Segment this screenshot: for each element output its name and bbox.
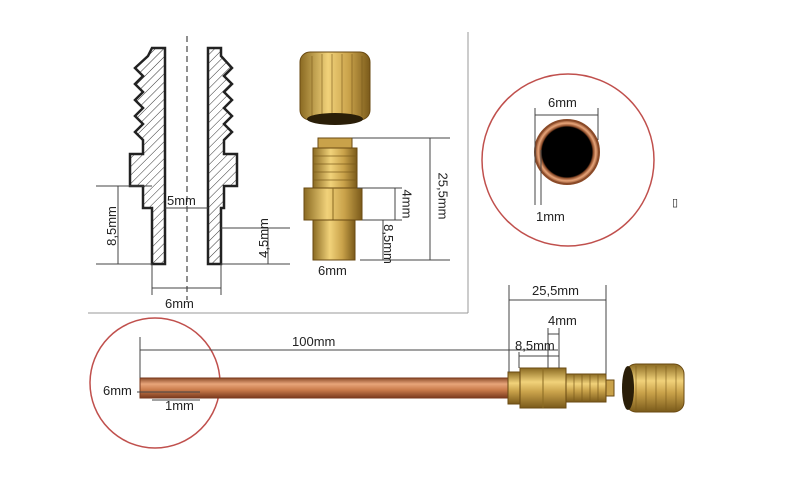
panel-frame: [88, 32, 469, 314]
tube-end-wall-label: 1mm: [536, 209, 565, 224]
assembly-dimension-lines: [137, 285, 607, 401]
stray-glyph: ▯: [672, 197, 679, 209]
fitting-diameter-label: 6mm: [318, 263, 347, 278]
assembly-thread-label: 4mm: [548, 313, 577, 328]
assembly-tube-diameter-label: 6mm: [103, 383, 132, 398]
section-socket-width-label: 6mm: [165, 296, 194, 311]
tube-end-detail: [481, 73, 655, 247]
section-drawing: [128, 46, 239, 266]
section-outlet-diameter-label: 5mm: [167, 193, 196, 208]
tube-assembly: [89, 317, 685, 449]
section-dimension-lines: [96, 185, 290, 295]
assembly-tube-length-label: 100mm: [292, 334, 336, 349]
assembly-tube-wall-label: 1mm: [165, 398, 194, 413]
section-socket-depth-label: 4,5mm: [255, 218, 271, 258]
section-length-label: 8,5mm: [103, 206, 119, 246]
fitting-total-label: 25,5mm: [435, 172, 451, 220]
fitting-thread-label: 4mm: [399, 189, 415, 219]
fitting-dimension-lines: [352, 137, 450, 261]
assembly-fitting-total-label: 25,5mm: [532, 283, 579, 298]
fitting-body-label: 8,5mm: [380, 224, 396, 264]
tube-end-diameter-label: 6mm: [548, 95, 577, 110]
brass-cap: [299, 51, 371, 125]
valve-fitting: [303, 137, 363, 261]
assembly-body-label: 8,5mm: [515, 338, 555, 353]
